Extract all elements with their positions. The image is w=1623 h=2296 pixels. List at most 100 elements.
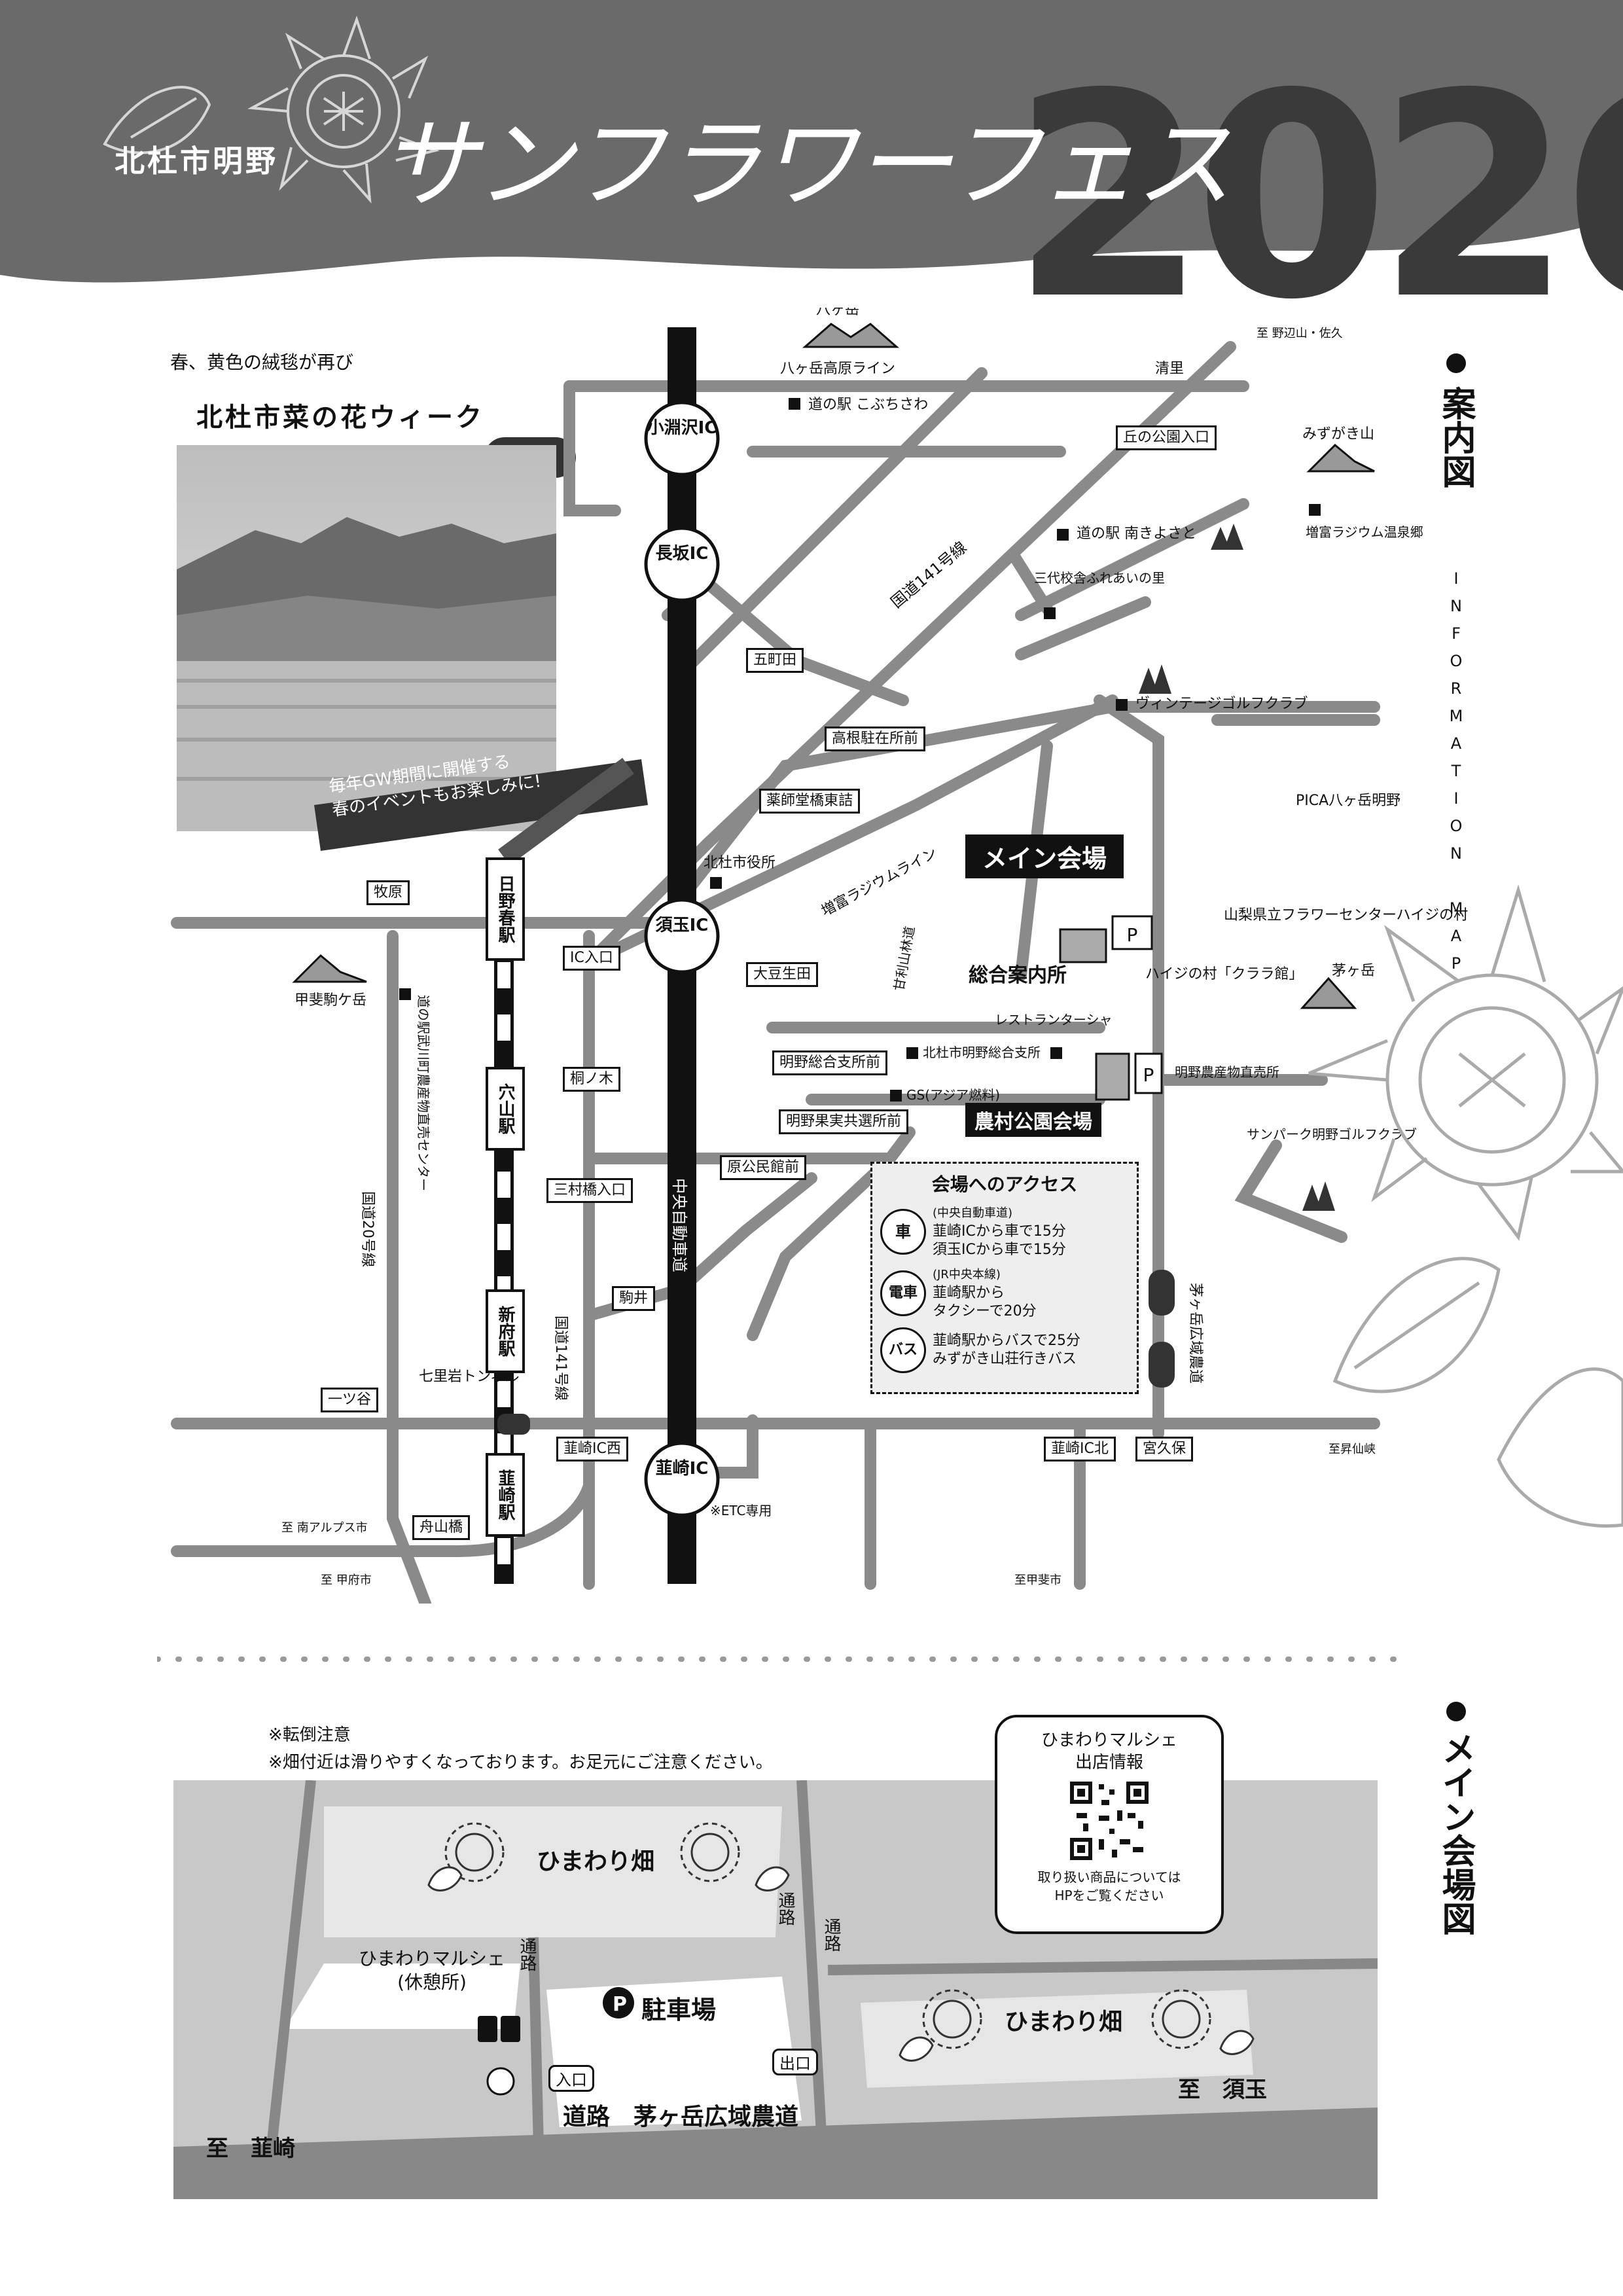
caution2: ※畑付近は滑りやすくなっております。お足元にご注意ください。 — [268, 1753, 773, 1772]
kogen-line-label: 八ヶ岳高原ライン — [780, 361, 895, 377]
flower-center-label: 山梨県立フラワーセンターハイジの村 — [1224, 907, 1468, 924]
yatsugatake-label: 八ヶ岳 — [816, 308, 859, 318]
noson-venue-building — [1095, 1052, 1130, 1101]
ic-markers — [644, 401, 720, 1517]
to-kofu-label: 至 甲府市 — [321, 1573, 372, 1587]
to-sudama-label: 至 須玉 — [1178, 2077, 1267, 2103]
tunnel-marker — [1149, 1270, 1175, 1316]
car-icon: 車 — [880, 1209, 926, 1255]
chuo-expressway-label: 中央自動車道 — [670, 1178, 688, 1272]
venue-map-bullet — [1446, 1702, 1466, 1721]
shokuryo-road-label: 甘利山林道 — [891, 925, 918, 992]
parking-label: 駐車場 — [641, 1996, 717, 2024]
gs-label: GS(アジア燃料) — [906, 1087, 1000, 1103]
to-shosenkyo-label: 至昇仙峡 — [1329, 1443, 1376, 1456]
caution1: ※転倒注意 — [268, 1725, 351, 1745]
kaikoma-mountain-icon — [292, 954, 367, 983]
kayagatake-label: 茅ヶ岳 — [1332, 963, 1375, 979]
to-kai-label: 至甲斐市 — [1014, 1573, 1061, 1587]
access-bus: バス 韮崎駅からバスで25分 みずがき山荘行きバス — [880, 1327, 1129, 1373]
access-title: 会場へのアクセス — [931, 1174, 1078, 1195]
nagasaka-ic-marker — [644, 526, 720, 602]
gochoda-label: 五町田 — [746, 648, 804, 673]
access-train: 電車 (JR中央本線) 韮崎駅から タクシーで20分 — [880, 1266, 1129, 1321]
venue-road-label: 道路 茅ヶ岳広域農道 — [563, 2104, 799, 2130]
oka-koen-label: 丘の公園入口 — [1116, 425, 1217, 450]
roads — [171, 341, 1380, 1604]
parking-mark: P — [1143, 1064, 1154, 1086]
promo-title: 北杜市菜の花ウィーク — [196, 403, 484, 433]
info-map-title: 案内図 — [1436, 386, 1475, 488]
to-nobeyama-label: 至 野辺山・佐久 — [1257, 327, 1343, 340]
makihara-label: 牧原 — [366, 880, 410, 905]
poi-markers — [399, 398, 1321, 1102]
section-divider — [157, 1657, 1400, 1662]
masutomi-onsen-label: 増富ラジウム温泉郷 — [1306, 524, 1423, 540]
golf-tree-icons — [1139, 524, 1335, 1211]
header-band: 2026 — [0, 0, 1623, 308]
hokuto-shiyakusho-label: 北杜市役所 — [704, 855, 776, 871]
path-label: 通路 — [517, 1937, 537, 1971]
etc-label: ※ETC専用 — [710, 1503, 772, 1518]
kobuchisawa-ic-marker — [644, 401, 720, 476]
year-text: 2026 — [1011, 34, 1623, 308]
exit-label: 出口 — [772, 2049, 818, 2075]
path-label: 通路 — [776, 1892, 795, 1926]
mizugakiyama-mountain-icon — [1306, 443, 1375, 473]
promo-photo — [177, 445, 556, 831]
road-area — [173, 2108, 1378, 2199]
noson-venue-callout: 農村公園会場 — [965, 1103, 1101, 1137]
michinoeki-kobuchisawa-label: 道の駅 こぶちさわ — [808, 397, 928, 413]
parking-icon-letter: P — [613, 1993, 627, 2016]
festival-title: サンフラワーフェス — [380, 108, 1234, 222]
pica-label: PICA八ヶ岳明野 — [1296, 793, 1400, 809]
marche-label: ひまわりマルシェ (休憩所) — [359, 1947, 505, 1994]
field1-label: ひまわり畑 — [537, 1848, 655, 1875]
kurara-label: ハイジの村「クララ館」 — [1145, 966, 1304, 982]
promo-note-banner — [314, 759, 648, 851]
sunflower-icons — [444, 1822, 1211, 2049]
car-line2: 須玉ICから車で15分 — [933, 1242, 1066, 1258]
miyakubo-label: 宮久保 — [1135, 1437, 1194, 1462]
decorative-sunflower-icon — [1308, 884, 1623, 1528]
restroom-icon — [478, 2016, 520, 2042]
venue-map-title: メイン会場図 — [1436, 1731, 1475, 1935]
kobuchisawa-ic-label: 小淵沢IC — [647, 418, 717, 438]
car-line1: 韮崎ICから車で15分 — [933, 1223, 1066, 1240]
qr-note1: 取り扱い商品については — [1037, 1869, 1181, 1885]
mimura-bashi-label: 三村橋入口 — [546, 1178, 633, 1203]
location-label: 北杜市明野 — [115, 143, 278, 179]
access-car: 車 (中央自動車道) 韮崎ICから車で15分 須玉ICから車で15分 — [880, 1204, 1129, 1259]
info-icon — [486, 2067, 515, 2096]
route141-b-label: 国道141号線 — [552, 1316, 569, 1401]
marche-sub: (休憩所) — [397, 1971, 467, 1993]
nirasaki-station: 韮崎駅 — [486, 1453, 525, 1537]
vintage-golf-label: ヴィンテージゴルフクラブ — [1135, 696, 1308, 712]
sudama-ic-label: 須玉IC — [656, 916, 709, 935]
field2-label: ひまわり畑 — [1005, 2009, 1123, 2036]
header-sunflower-icon — [103, 15, 440, 204]
michinoeki-mukawa-label: 道の駅武川町農産物直売センター — [416, 995, 431, 1191]
train-line2: タクシーで20分 — [933, 1303, 1037, 1319]
qr-code[interactable] — [1070, 1782, 1149, 1860]
promo-tagline: 春、黄色の絨毯が再び — [170, 351, 354, 373]
train-icon: 電車 — [880, 1270, 926, 1316]
parking-mark: P — [1127, 924, 1138, 946]
train-line1: 韮崎駅から — [933, 1285, 1005, 1301]
funayamabashi-label: 舟山橋 — [412, 1515, 471, 1540]
tunnel-marker — [1149, 1342, 1175, 1388]
kaikoma-label: 甲斐駒ケ岳 — [294, 992, 366, 1009]
parking-circle-icon — [603, 1987, 634, 2018]
hinoharu-station: 日野春駅 — [486, 857, 525, 961]
kirinoki-label: 桐ノ木 — [563, 1067, 621, 1092]
kayagatake-mountain-icon — [1300, 977, 1357, 1009]
tunnel-marker — [497, 1414, 530, 1435]
ic-iriguchi-label: IC入口 — [563, 946, 620, 971]
to-minami-alps-label: 至 南アルプス市 — [281, 1521, 368, 1535]
path-label: 通路 — [821, 1918, 841, 1952]
nirasaki-ic-label: 韮崎IC — [656, 1459, 709, 1479]
route20-label: 国道20号線 — [359, 1191, 376, 1267]
hitotsuya-label: 一ツ谷 — [321, 1388, 379, 1412]
main-venue-building — [1059, 928, 1107, 963]
